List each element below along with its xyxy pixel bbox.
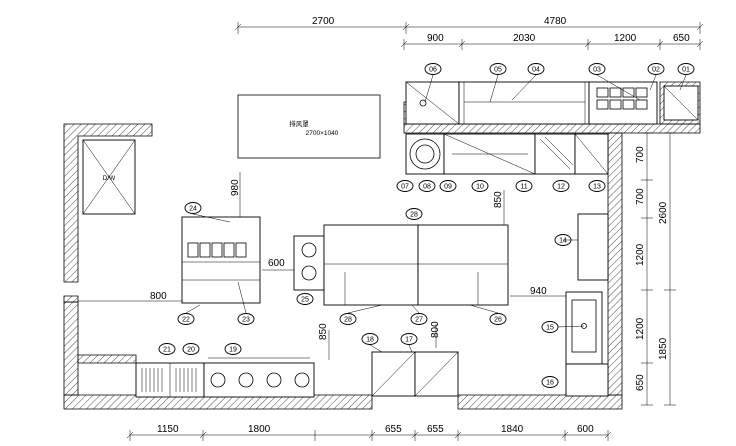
tag-06: 06 <box>429 67 437 74</box>
dim-800: 800 <box>150 291 167 302</box>
tag-22: 22 <box>182 317 190 324</box>
dim-bottom-1150: 1150 <box>157 424 179 435</box>
center-island <box>135 213 609 398</box>
tag-05: 05 <box>494 67 502 74</box>
tag-04: 04 <box>532 67 540 74</box>
equipment-tags <box>158 63 695 388</box>
dishwasher: D/W <box>82 139 136 215</box>
dim-top-overall-right: 4780 <box>544 16 567 27</box>
tag-11: 11 <box>520 184 527 191</box>
dim-600: 600 <box>268 258 285 269</box>
dim-right-650: 650 <box>635 374 646 391</box>
tag-14: 14 <box>559 238 567 245</box>
tag-10: 10 <box>476 184 484 191</box>
hood-size-label: 2700×1040 <box>306 130 339 137</box>
dim-top-sub-650: 650 <box>673 33 690 44</box>
tag-08: 08 <box>423 184 431 191</box>
dim-850-top: 850 <box>493 191 504 208</box>
dim-980: 980 <box>230 179 241 196</box>
dim-top-sub-900: 900 <box>427 33 444 44</box>
dim-top-overall-left: 2700 <box>312 16 335 27</box>
tag-09: 09 <box>444 184 452 191</box>
tag-24: 24 <box>189 206 197 213</box>
tag-07: 07 <box>401 184 409 191</box>
dim-bottom-1840: 1840 <box>501 424 524 435</box>
hood-label: 排风罩 <box>289 119 309 128</box>
dim-right-1200b: 1200 <box>635 317 646 340</box>
dim-800-small: 800 <box>430 321 441 338</box>
dim-bottom-600: 600 <box>577 424 594 435</box>
dim-bottom-1800: 1800 <box>248 424 271 435</box>
tag-20: 20 <box>187 347 195 354</box>
tag-28-top: 28 <box>410 212 418 219</box>
tag-03: 03 <box>593 67 601 74</box>
tag-15: 15 <box>546 325 554 332</box>
tag-28-left: 28 <box>344 317 352 324</box>
dim-right-700a: 700 <box>635 146 646 163</box>
dim-right-1200a: 1200 <box>635 243 646 266</box>
dw-label: D/W <box>103 175 117 182</box>
tag-21: 21 <box>163 347 171 354</box>
tag-19: 19 <box>229 347 237 354</box>
dim-top-sub-1200: 1200 <box>614 33 637 44</box>
dim-right-2600: 2600 <box>658 201 669 224</box>
tag-18: 18 <box>366 337 374 344</box>
tag-01: 01 <box>682 67 690 74</box>
dim-940: 940 <box>530 286 547 297</box>
top-equipment-line <box>405 81 699 175</box>
dim-850-bottom: 850 <box>318 323 329 340</box>
tag-25: 25 <box>301 297 309 304</box>
tag-16: 16 <box>546 380 554 387</box>
dim-right-1850: 1850 <box>658 337 669 360</box>
dim-bottom-655a: 655 <box>385 424 402 435</box>
dim-top-sub-2030: 2030 <box>513 33 536 44</box>
tag-17: 17 <box>405 337 413 344</box>
tag-12: 12 <box>557 184 565 191</box>
dimension-lines <box>78 22 704 441</box>
tag-27: 27 <box>415 317 423 324</box>
dim-bottom-655b: 655 <box>427 424 444 435</box>
dim-right-700b: 700 <box>635 188 646 205</box>
tag-23: 23 <box>242 317 250 324</box>
exhaust-hood: 排风罩 2700×1040 <box>237 94 381 159</box>
tag-02: 02 <box>652 67 660 74</box>
tag-13: 13 <box>593 184 601 191</box>
tag-26: 26 <box>494 317 502 324</box>
